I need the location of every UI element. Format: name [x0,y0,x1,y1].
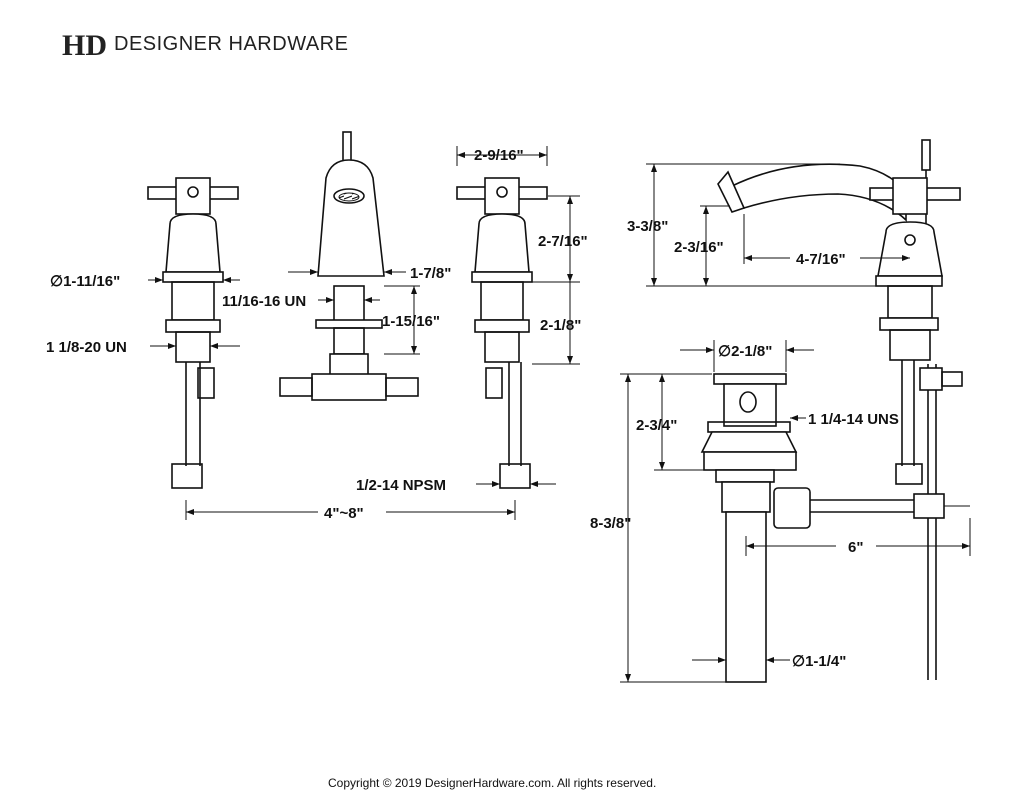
label-drain-thread: 1 1/4-14 UNS [808,411,899,428]
spout-shank-thread [333,285,365,323]
dimension-labels: ∅1-11/16" 11/16-16 UN 1 1/8-20 UN 1-7/8"… [46,147,899,670]
side-handle-hub [892,177,928,215]
left-valve-view [147,177,239,489]
label-spout-width: 1-7/8" [410,265,451,282]
left-supply-nut [171,463,203,489]
spout-washer [315,319,383,329]
label-valve-thread: 1 1/8-20 UN [46,339,127,356]
label-spout-shank: 1-15/16" [382,313,440,330]
left-handle-screw [187,186,199,198]
left-handle-hub [175,177,211,215]
drain-tee [721,481,771,513]
label-drain-total-height: 8-3/8" [590,515,631,532]
left-valve-base [162,271,224,283]
label-handle-height: 2-7/16" [538,233,588,250]
tee-left-hose [279,377,313,397]
left-valve-thread [171,281,215,321]
left-valve-nut [165,319,221,333]
label-spout-reach: 4-7/16" [796,251,846,268]
brand-name: DESIGNER HARDWARE [114,33,348,55]
label-valve-shank: 2-1/8" [540,317,581,334]
right-valve-base [471,271,533,283]
brand-header: HD DESIGNER HARDWARE [62,29,348,62]
right-valve-view [456,177,548,489]
drain-washer [703,451,797,471]
right-supply-nut [499,463,531,489]
clevis-strap [913,493,945,519]
spout-tip [717,170,746,213]
lift-rod-side [921,139,931,171]
label-drain-flange-dia: ∅2-1/8" [718,343,772,360]
aerator [333,188,365,204]
spout-lower-thread [333,327,365,355]
label-supply-thread: 1/2-14 NPSM [356,477,446,494]
tee-body [311,373,387,401]
lift-rod [342,131,352,163]
brand-logo: HD [62,29,107,62]
tee-right-hose [385,377,419,397]
label-stem-thread: 11/16-16 UN [222,293,306,310]
side-valve-body [877,221,943,277]
label-spout-height: 3-3/8" [627,218,668,235]
spout-body [317,159,385,277]
right-outlet [485,367,503,399]
dimension-lines [148,146,971,683]
left-valve-lower-thread [175,331,211,363]
right-handle-hub [484,177,520,215]
label-centers: 4"~8" [324,505,364,522]
right-valve-nut [474,319,530,333]
copyright-notice: Copyright © 2019 DesignerHardware.com. A… [328,776,656,790]
left-outlet [197,367,215,399]
side-valve-nut [879,317,939,331]
label-handle-width: 2-9/16" [474,147,524,164]
left-valve-body [165,213,221,273]
lift-rod-clamp [941,371,963,387]
right-handle-screw [496,186,508,198]
drain-body [723,383,777,427]
label-drain-body-height: 2-3/4" [636,417,677,434]
drain-flange [713,373,787,385]
drain-nut [700,431,798,453]
label-handle-diameter: ∅1-11/16" [50,273,120,290]
label-spout-outlet-height: 2-3/16" [674,239,724,256]
spout-front-view [279,131,419,401]
label-tailpiece-dia: ∅1-1/4" [792,653,846,670]
pivot-nut [773,487,811,529]
right-valve-thread [480,281,524,321]
label-pop-up-rod-length: 6" [848,539,863,556]
right-valve-body [474,213,530,273]
tee-fitting [329,353,369,377]
side-valve-base [875,275,943,287]
